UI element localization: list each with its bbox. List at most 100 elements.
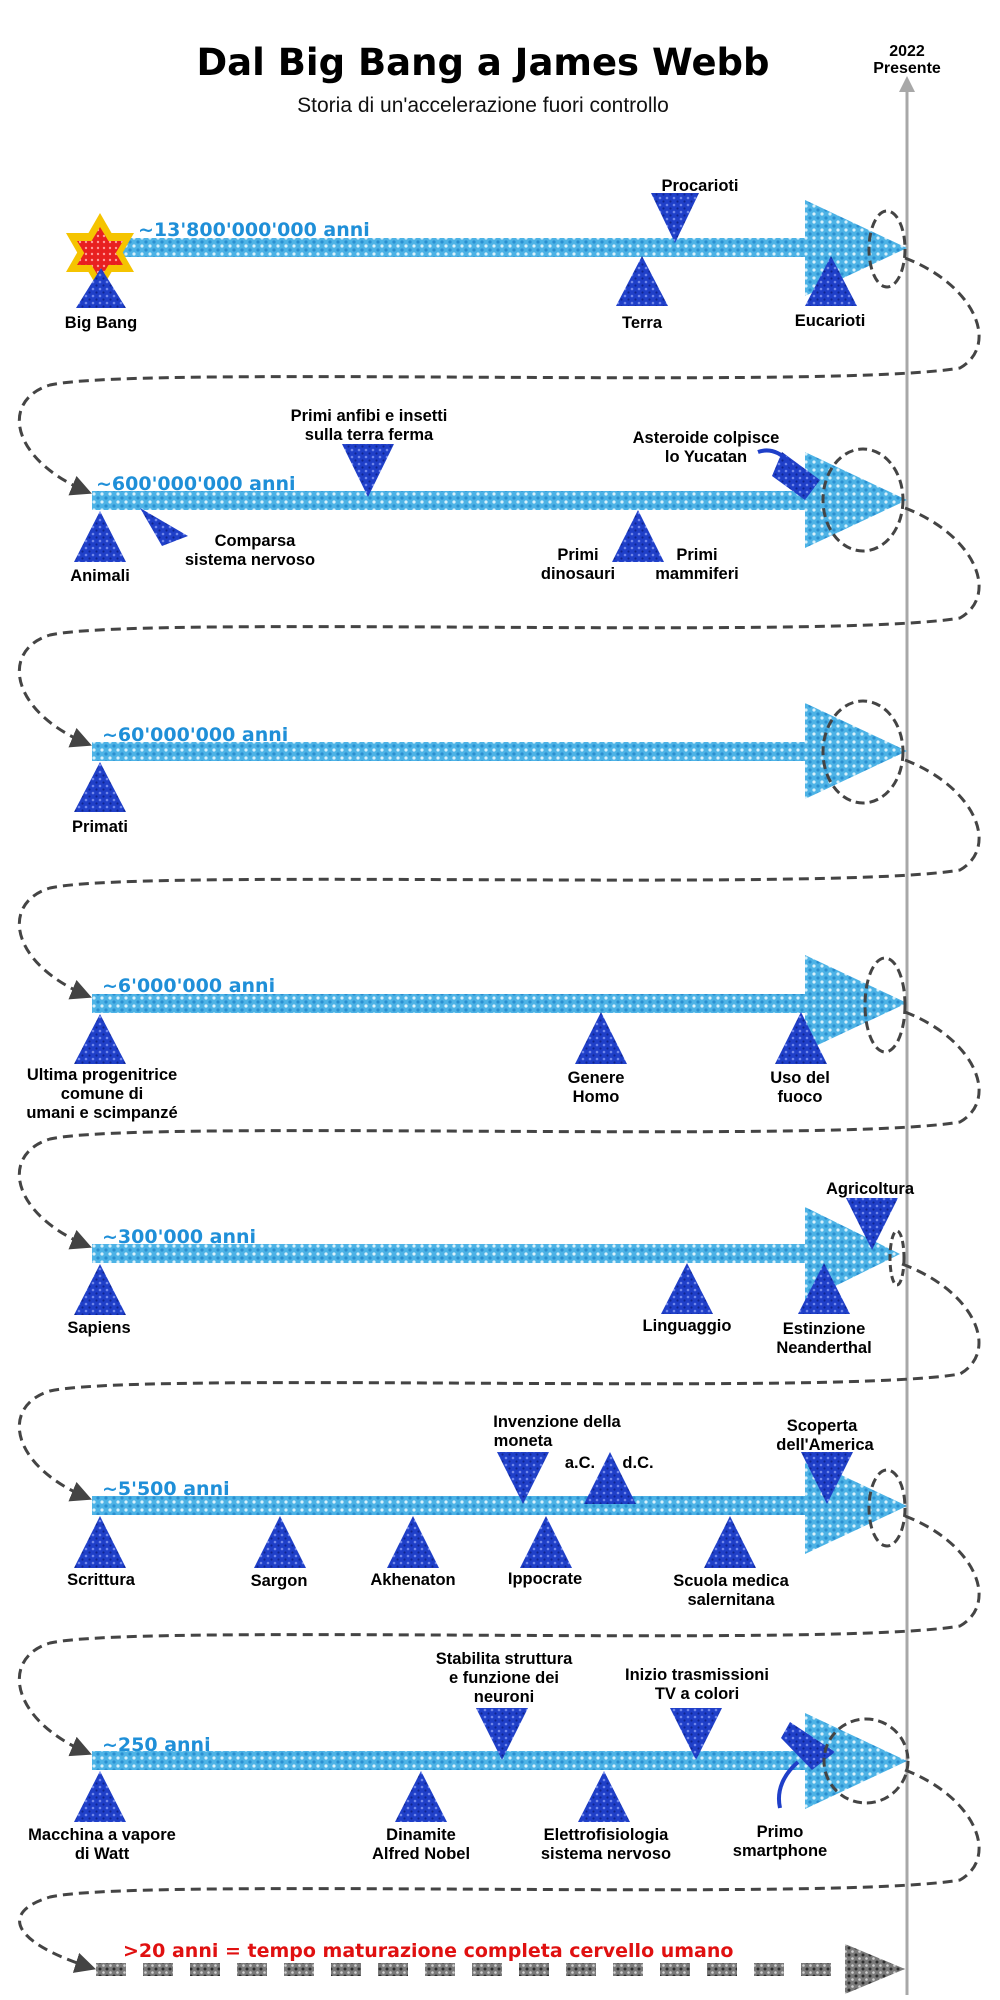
event-label-moneta-1: Invenzione della <box>493 1413 621 1431</box>
marker-eucarioti <box>805 256 857 306</box>
marker-procarioti <box>651 193 699 243</box>
marker-animali <box>74 511 126 562</box>
big-bang-star-icon <box>66 213 134 292</box>
event-label-progenitrice-2: comune di <box>61 1085 144 1103</box>
event-label-akhenaton: Akhenaton <box>370 1571 455 1589</box>
marker-akhenaton <box>387 1516 439 1568</box>
marker-ippocrate <box>520 1516 572 1568</box>
connector-4-5 <box>17 1262 981 1502</box>
marker-salernitana <box>704 1516 756 1568</box>
row-0-bar <box>120 238 810 257</box>
event-label-watt-2: di Watt <box>75 1845 130 1863</box>
event-label-ippocrate: Ippocrate <box>508 1570 582 1588</box>
row-0-span-label: ~13'800'000'000 anni <box>138 219 370 241</box>
event-label-tv-2: TV a colori <box>655 1685 739 1703</box>
connector-3-4 <box>17 1010 981 1250</box>
marker-terra <box>616 256 668 306</box>
marker-neuroni <box>476 1708 528 1760</box>
marker-dinosauri-mammiferi <box>612 510 664 562</box>
marker-era-boundary <box>584 1452 636 1504</box>
timeline-row-1: ~600'000'000 anni Animali Comparsa siste… <box>70 407 907 585</box>
event-label-animali: Animali <box>70 567 130 585</box>
row-3-zoom-circle <box>863 956 907 1054</box>
event-label-mammiferi-1: Primi <box>676 546 717 564</box>
event-label-mammiferi-2: mammiferi <box>655 565 738 583</box>
row-4-span-label: ~300'000 anni <box>102 1226 256 1248</box>
event-label-asteroide-1: Asteroide colpisce <box>633 429 780 447</box>
event-label-progenitrice-3: umani e scimpanzé <box>26 1104 177 1122</box>
row-6-zoom-circle <box>822 1717 910 1805</box>
event-label-linguaggio: Linguaggio <box>643 1317 732 1335</box>
event-label-asteroide-2: lo Yucatan <box>665 448 747 466</box>
event-label-dinosauri-1: Primi <box>557 546 598 564</box>
marker-big-bang <box>76 268 126 308</box>
event-label-sistema-nervoso-1: Comparsa <box>215 532 297 550</box>
event-label-homo-1: Genere <box>568 1069 625 1087</box>
connector-0-1 <box>17 256 981 496</box>
asteroide-pointer <box>757 448 794 469</box>
connector-1-2 <box>17 506 981 748</box>
timeline-row-0: ~13'800'000'000 anni Big Bang Procarioti… <box>65 177 907 332</box>
marker-tv-colori <box>670 1708 722 1760</box>
event-label-procarioti: Procarioti <box>661 177 738 195</box>
marker-linguaggio <box>661 1263 713 1314</box>
event-label-primati: Primati <box>72 818 128 836</box>
event-label-elettrofisiologia-1: Elettrofisiologia <box>544 1826 670 1844</box>
marker-america <box>801 1452 853 1504</box>
event-label-eucarioti: Eucarioti <box>795 312 866 330</box>
marker-scrittura <box>74 1516 126 1568</box>
event-label-tv-1: Inizio trasmissioni <box>625 1666 769 1684</box>
event-label-america-2: dell'America <box>776 1436 874 1454</box>
row-4-bar <box>92 1244 812 1263</box>
row-5-zoom-circle <box>867 1468 907 1548</box>
event-label-fuoco-1: Uso del <box>770 1069 830 1087</box>
row-3-arrowhead <box>805 955 907 1051</box>
marker-watt <box>74 1771 126 1822</box>
row-1-arrowhead <box>805 452 907 548</box>
timeline-row-3: ~6'000'000 anni Ultima progenitrice comu… <box>26 955 907 1122</box>
final-arrowhead <box>845 1944 905 1994</box>
diagram-subtitle: Storia di un'accelerazione fuori control… <box>297 94 669 117</box>
event-label-moneta-2: moneta <box>494 1432 554 1450</box>
marker-nobel <box>395 1771 447 1822</box>
row-1-span-label: ~600'000'000 anni <box>96 473 296 495</box>
smartphone-pointer <box>777 1760 800 1809</box>
event-label-dinosauri-2: dinosauri <box>541 565 615 583</box>
event-label-sapiens: Sapiens <box>67 1319 130 1337</box>
event-label-big-bang: Big Bang <box>65 314 137 332</box>
row-1-zoom-circle <box>821 447 905 553</box>
connector-2-3 <box>17 758 981 1000</box>
event-label-ac: a.C. <box>565 1454 595 1472</box>
event-label-progenitrice-1: Ultima progenitrice <box>27 1066 177 1084</box>
row-2-span-label: ~60'000'000 anni <box>102 724 288 746</box>
final-row-text: >20 anni = tempo maturazione completa ce… <box>123 1940 733 1962</box>
event-label-elettrofisiologia-2: sistema nervoso <box>541 1845 671 1863</box>
event-label-sargon: Sargon <box>251 1572 308 1590</box>
event-label-salernitana-2: salernitana <box>687 1591 775 1609</box>
event-label-america-1: Scoperta <box>787 1417 858 1435</box>
present-year: 2022 <box>889 43 925 60</box>
connector-6-final <box>18 1768 981 1973</box>
marker-elettrofisiologia <box>578 1771 630 1822</box>
event-label-homo-2: Homo <box>573 1088 620 1106</box>
marker-neanderthal <box>798 1263 850 1314</box>
row-6-bar <box>92 1751 812 1770</box>
timeline-row-2: ~60'000'000 anni Primati <box>72 699 907 836</box>
marker-moneta <box>497 1452 549 1504</box>
event-label-watt-1: Macchina a vapore <box>28 1826 176 1844</box>
marker-smartphone <box>781 1722 835 1770</box>
row-1-bar <box>92 491 812 510</box>
event-label-fuoco-2: fuoco <box>778 1088 823 1106</box>
timeline-row-6: ~250 anni Macchina a vapore di Watt Dina… <box>28 1650 910 1863</box>
event-label-nobel-2: Alfred Nobel <box>372 1845 470 1863</box>
event-label-smartphone-1: Primo <box>757 1823 804 1841</box>
event-label-salernitana-1: Scuola medica <box>673 1572 789 1590</box>
marker-homo <box>575 1012 627 1064</box>
event-label-neuroni-3: neuroni <box>474 1688 535 1706</box>
marker-asteroide <box>772 452 820 500</box>
final-dashed-bar <box>96 1963 831 1976</box>
event-label-anfibi-1: Primi anfibi e insetti <box>291 407 448 425</box>
present-axis: 2022 Presente <box>873 43 941 1995</box>
row-3-bar <box>92 994 812 1013</box>
